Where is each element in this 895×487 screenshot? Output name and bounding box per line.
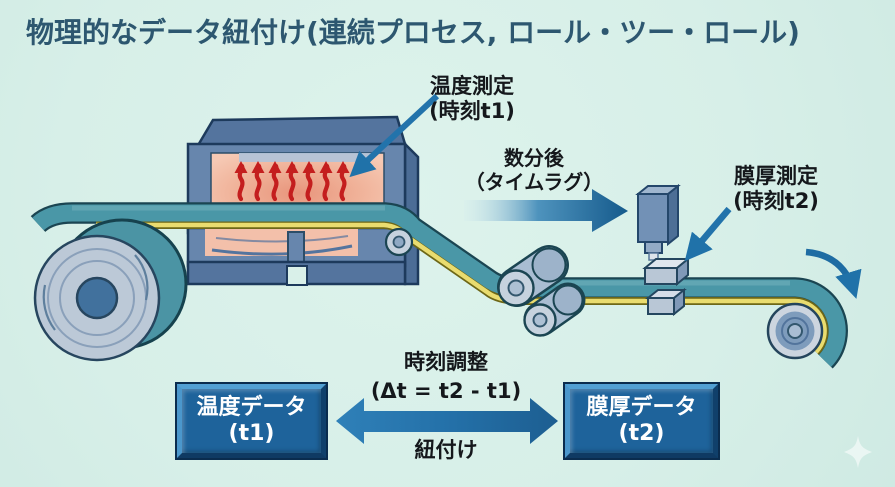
roller-hub <box>787 323 803 339</box>
sensor-body <box>637 193 669 243</box>
timelag-line1: 数分後 <box>504 146 564 170</box>
thickness-sensor <box>635 183 691 317</box>
duct-line <box>211 244 353 256</box>
time-adjustment-label: 時刻調整 <box>404 350 488 374</box>
time-adjustment-formula: (Δt = t2 - t1) <box>370 379 522 403</box>
temperature-data-line2: (t1) <box>228 421 275 446</box>
thickness-measure-line2: (時刻t2) <box>733 188 819 213</box>
temperature-data-line1: 温度データ <box>196 394 307 420</box>
furnace-base-gap <box>286 265 308 286</box>
timelag-label: 数分後 （タイムラグ） <box>458 146 610 194</box>
roll-arc <box>42 284 56 331</box>
roller-hub <box>507 279 525 297</box>
thickness-pointer-arrow <box>684 206 732 262</box>
thickness-data-box: 膜厚データ (t2) <box>563 382 720 460</box>
duct-line <box>215 235 349 243</box>
timelag-line2: （タイムラグ） <box>464 169 604 194</box>
temperature-pointer-arrow <box>349 93 440 178</box>
roller-hub <box>392 235 406 249</box>
roller-back-cap <box>531 247 567 283</box>
sensor-side <box>667 183 679 247</box>
link-double-arrow <box>336 398 558 444</box>
thickness-measure-label: 膜厚測定 (時刻t2) <box>705 164 847 214</box>
roller-hub <box>532 312 548 328</box>
heater-plate <box>239 153 371 162</box>
roller-ring <box>781 317 809 345</box>
unwind-roll <box>33 218 188 362</box>
guide-rollers <box>384 227 586 337</box>
temperature-data-box: 温度データ (t1) <box>175 382 328 460</box>
furnace-lid <box>194 115 407 149</box>
page-title: 物理的なデータ紐付け(連続プロセス, ロール・ツー・ロール) <box>26 16 800 49</box>
thickness-measure-line1: 膜厚測定 <box>734 164 818 188</box>
thickness-data-line1: 膜厚データ <box>586 394 697 420</box>
roller-back-cap <box>552 284 584 316</box>
roll-hub <box>75 276 119 320</box>
rotation-arrow <box>805 248 862 299</box>
temperature-measure-line2: (時刻t1) <box>429 98 515 123</box>
roll-arc <box>134 254 149 301</box>
gauge-block-front <box>644 267 678 285</box>
temperature-measure-label: 温度測定 (時刻t1) <box>402 74 542 124</box>
sensor-neck <box>644 241 663 254</box>
thickness-data-line2: (t2) <box>618 421 665 446</box>
windup-roller <box>766 302 824 360</box>
roll-ring <box>59 260 135 336</box>
link-label: 紐付け <box>414 438 478 462</box>
sparkle-icon <box>844 436 872 468</box>
temperature-measure-line1: 温度測定 <box>430 74 514 98</box>
gauge-block-front <box>647 297 675 315</box>
timelag-arrow <box>464 189 628 232</box>
